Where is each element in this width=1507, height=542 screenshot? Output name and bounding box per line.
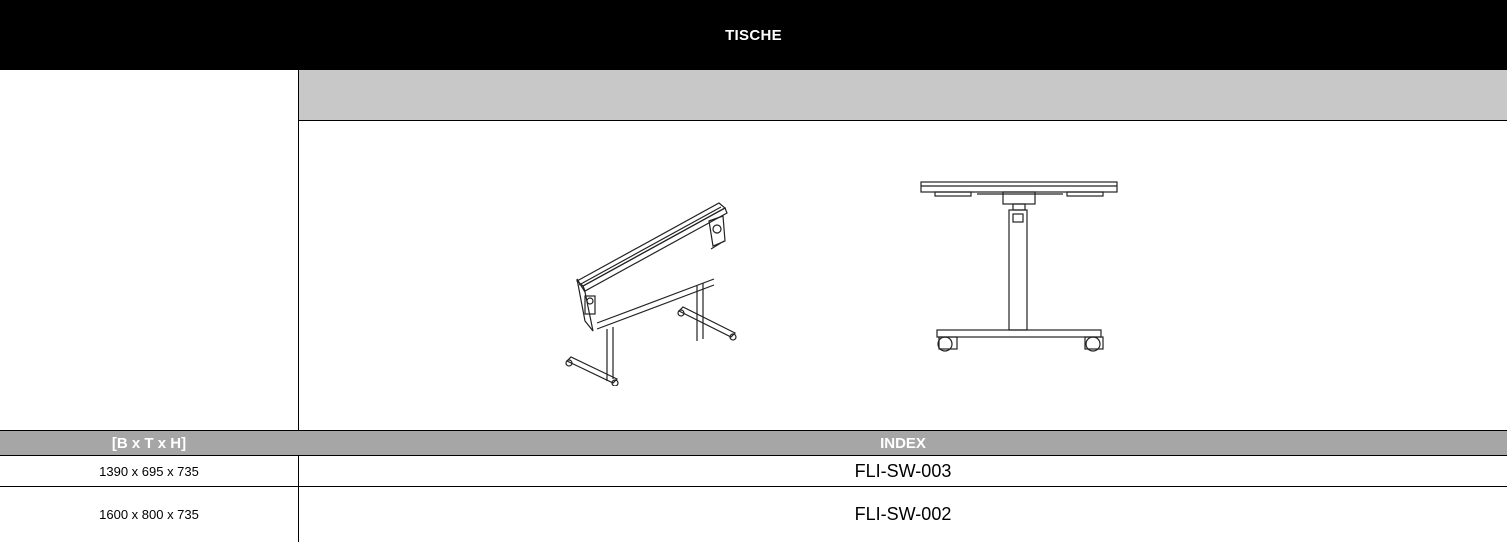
tilted-flip-table-drawing-icon xyxy=(565,202,737,386)
column-divider xyxy=(298,70,299,542)
product-image-area xyxy=(299,121,1507,430)
table-top-border xyxy=(0,430,1507,431)
table-row-1-index: FLI-SW-003 xyxy=(854,460,952,481)
table-side-view-drawing-icon xyxy=(920,181,1118,352)
table-row-1-dimensions: 1390 x 695 x 735 xyxy=(99,463,199,479)
left-blank-cell xyxy=(0,70,298,430)
table-header-row: [B x T x H] INDEX xyxy=(0,431,1507,455)
header-index: INDEX xyxy=(880,434,926,452)
table-row-2-index: FLI-SW-002 xyxy=(854,504,952,524)
row-divider xyxy=(0,455,1507,456)
band-divider xyxy=(299,120,1507,121)
header-dimensions: [B x T x H] xyxy=(111,434,187,452)
table-row-2-dimensions: 1600 x 800 x 735 xyxy=(99,507,199,522)
gray-header-band xyxy=(299,70,1507,120)
row-divider xyxy=(0,486,1507,487)
page-title: TISCHE xyxy=(0,0,1507,70)
